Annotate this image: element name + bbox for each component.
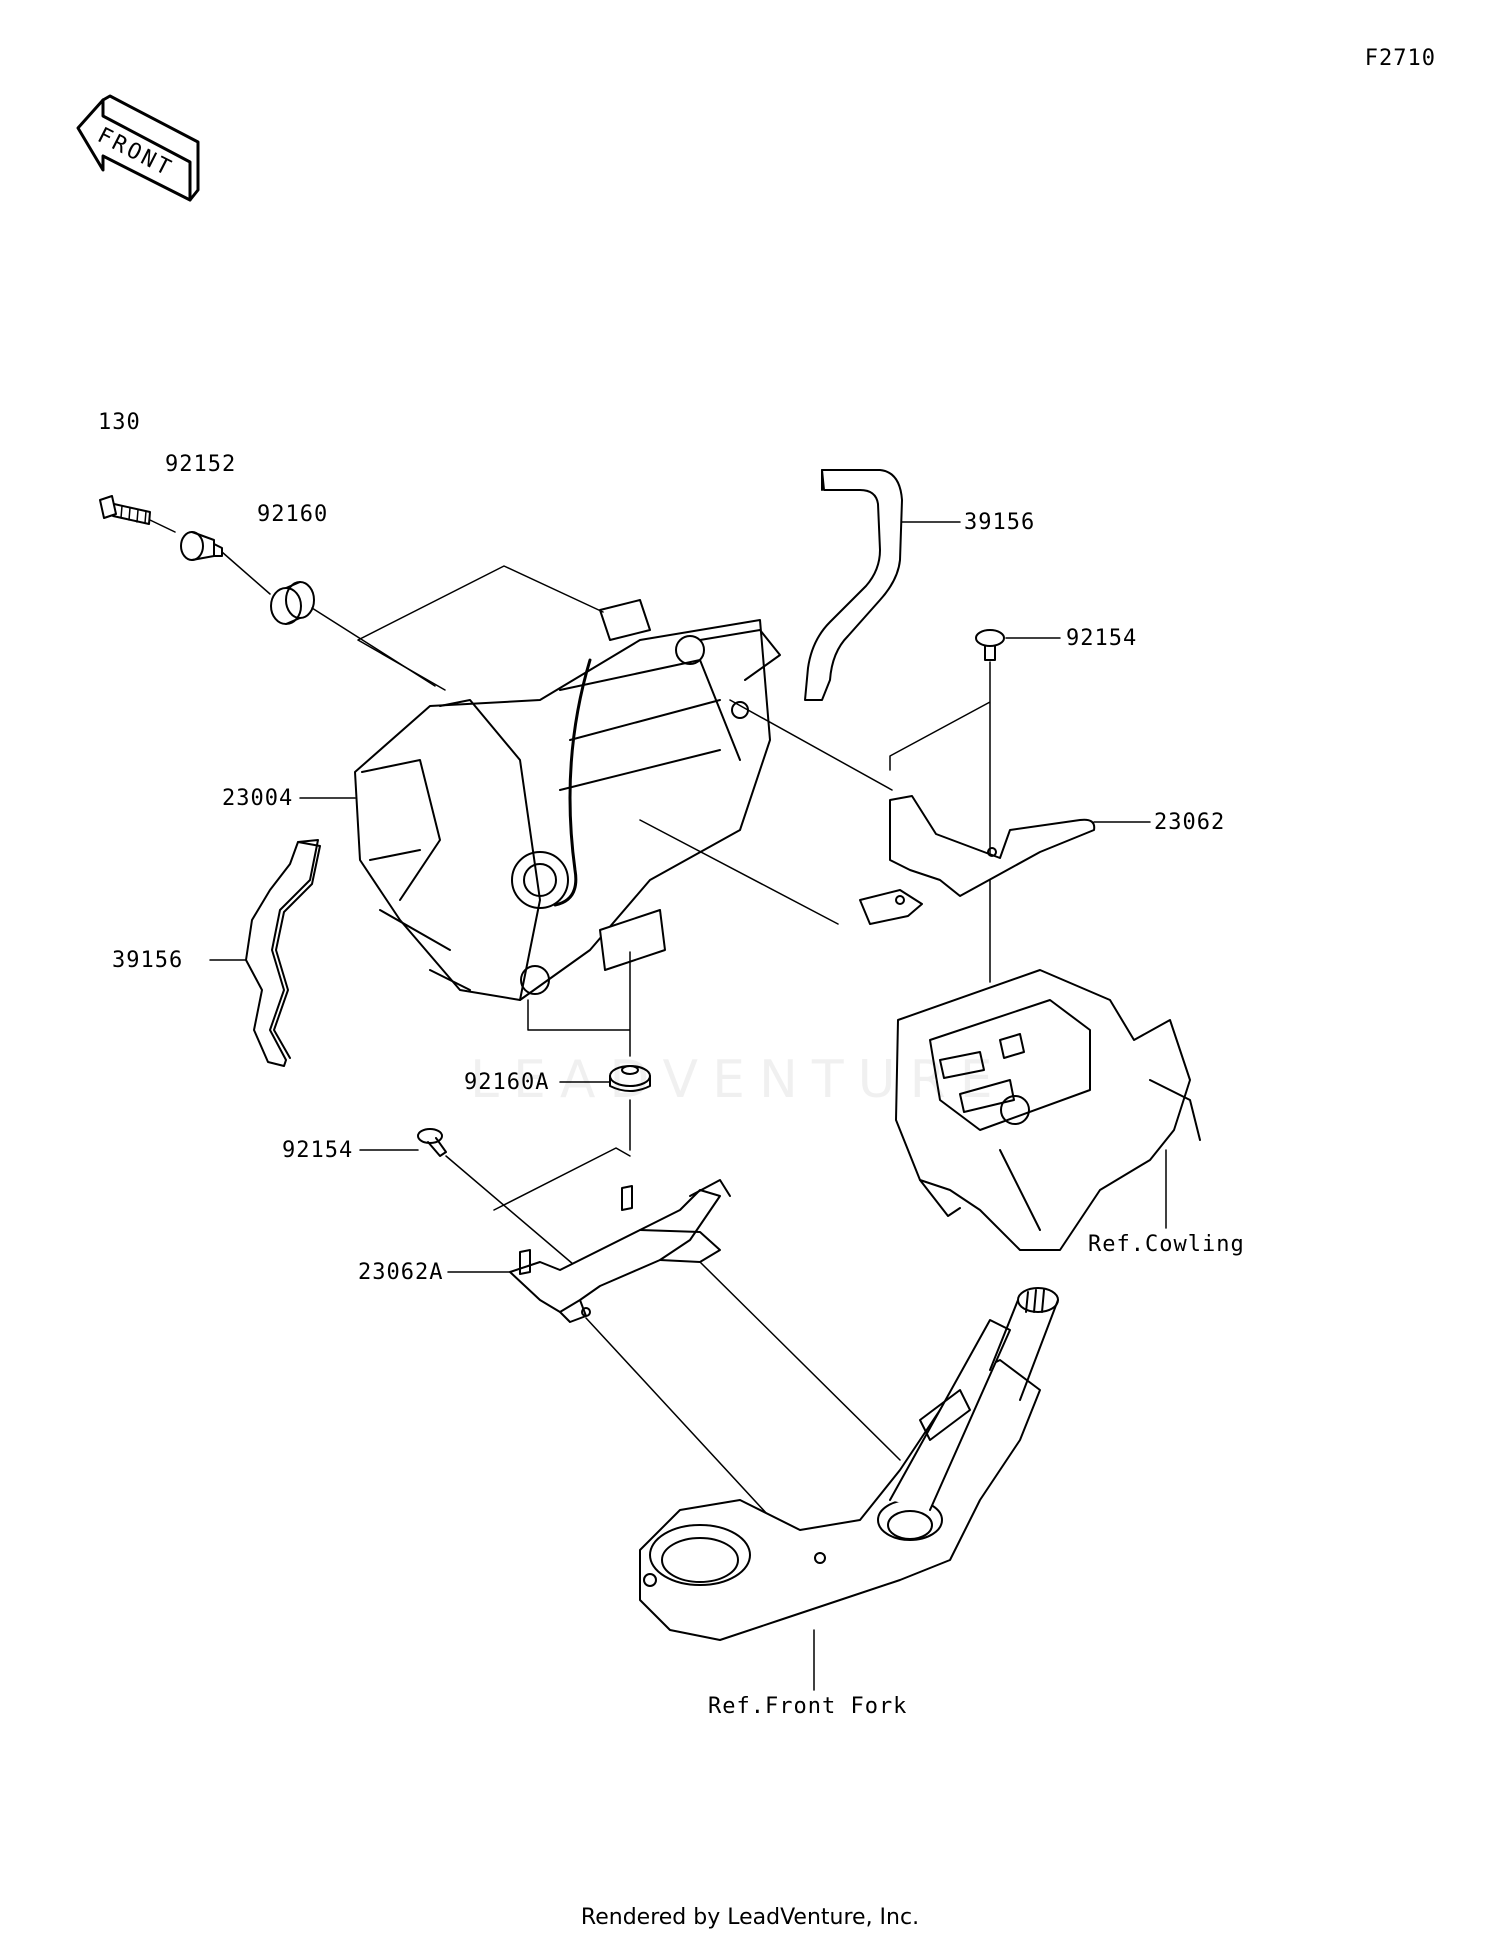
- grommet-92160A-icon: [609, 1065, 651, 1092]
- label-39156-top: 39156: [964, 510, 1036, 535]
- collar-92152-icon: [180, 531, 223, 561]
- footer-credit: Rendered by LeadVenture, Inc.: [580, 1905, 920, 1930]
- ref-front-fork-label: Ref.Front Fork: [708, 1694, 908, 1719]
- label-92160A: 92160A: [464, 1070, 550, 1095]
- trim-39156-left: [245, 839, 321, 1067]
- page-id: F2710: [1364, 46, 1436, 71]
- screw-92154-bottom-icon: [417, 1128, 447, 1157]
- grommet-92160-icon: [270, 581, 315, 625]
- label-92154-bottom: 92154: [282, 1138, 354, 1163]
- label-23004: 23004: [222, 786, 294, 811]
- bracket-23062A: [509, 1179, 731, 1323]
- trim-39156-top: [804, 469, 903, 701]
- label-23062: 23062: [1154, 810, 1226, 835]
- front-arrow-icon: FRONT: [76, 94, 200, 202]
- bracket-23062: [859, 795, 1096, 925]
- label-92154-top: 92154: [1066, 626, 1138, 651]
- watermark: LEADVENTURE: [470, 1050, 1007, 1110]
- ref-cowling-label: Ref.Cowling: [1088, 1232, 1245, 1257]
- screw-92154-top-icon: [975, 629, 1005, 661]
- label-23062A: 23062A: [358, 1260, 444, 1285]
- label-39156-left: 39156: [112, 948, 184, 973]
- headlight-assembly-23004: [354, 599, 781, 1001]
- bolt-130-icon: [99, 495, 151, 525]
- label-92152: 92152: [165, 452, 237, 477]
- label-130: 130: [98, 410, 141, 435]
- triple-clamp: [639, 1287, 1059, 1641]
- label-92160: 92160: [257, 502, 329, 527]
- cowling-bracket: [895, 969, 1201, 1251]
